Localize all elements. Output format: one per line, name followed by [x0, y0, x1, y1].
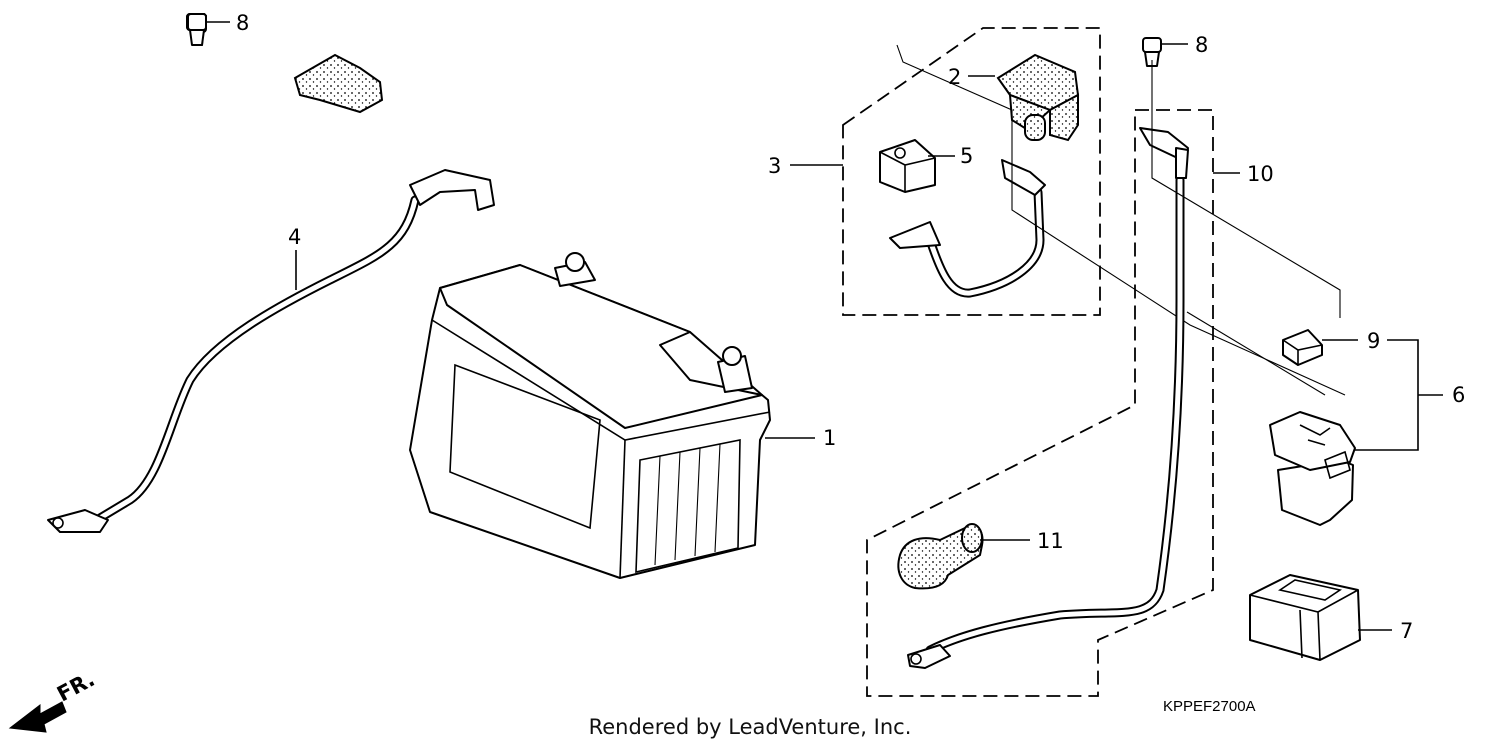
starter-relay: [1269, 411, 1356, 526]
callout-11: 11: [1037, 529, 1064, 553]
terminal-cap: [879, 139, 936, 193]
diagram-code: KPPEF2700A: [1163, 698, 1256, 715]
callout-8-right: 8: [1195, 33, 1208, 57]
battery: [409, 252, 771, 579]
positive-cable: [907, 127, 1189, 669]
callout-10: 10: [1247, 162, 1274, 186]
callout-7: 7: [1400, 619, 1413, 643]
front-arrow-icon: [8, 701, 67, 733]
group-box-10: [866, 109, 1214, 697]
terminal-boot: [897, 523, 984, 590]
callout-9: 9: [1367, 329, 1380, 353]
relay-cover: [1249, 574, 1361, 661]
front-label: FR.: [53, 667, 99, 706]
bracket-6: [1355, 339, 1419, 451]
terminal-cover: [293, 53, 1080, 142]
callout-6: 6: [1452, 383, 1465, 407]
callout-4: 4: [288, 225, 301, 249]
bolt-8-positive: [1142, 37, 1162, 67]
callout-1: 1: [823, 426, 836, 450]
credit-text: Rendered by LeadVenture, Inc.: [588, 715, 912, 739]
callout-3: 3: [768, 154, 781, 178]
group-box-3: [842, 27, 1101, 316]
fuse: [1282, 329, 1323, 366]
positive-sub-cable: [889, 159, 1046, 298]
callout-5: 5: [960, 144, 973, 168]
negative-cable: [47, 169, 495, 533]
bolt-8: [187, 13, 207, 46]
callout-2: 2: [948, 65, 961, 89]
callout-8-left: 8: [236, 11, 249, 35]
